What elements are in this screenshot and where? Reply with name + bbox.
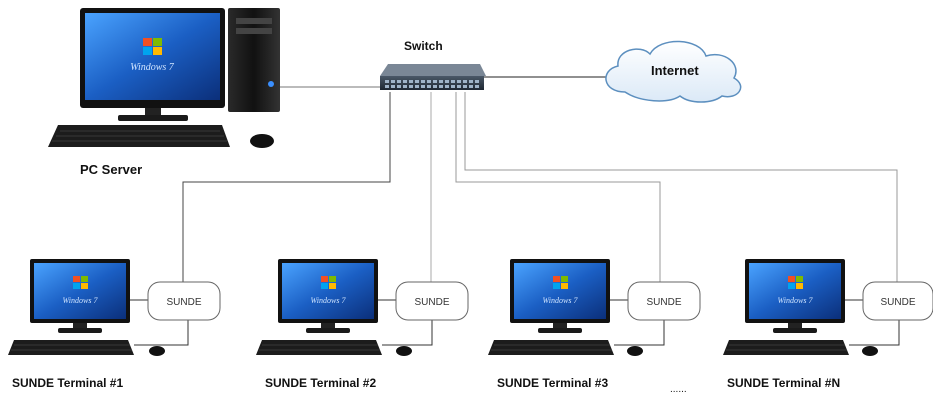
- server-os-text: Windows 7: [130, 62, 175, 73]
- power-button-icon: [268, 81, 274, 87]
- switch-body: [380, 76, 484, 90]
- terminal-2-label: SUNDE Terminal #2: [265, 376, 377, 390]
- sunde-box-label: SUNDE: [414, 297, 449, 308]
- terminal-monitor-base: [58, 328, 102, 333]
- sunde-box: [627, 281, 701, 321]
- internet-label: Internet: [651, 63, 699, 78]
- terminal-keyboard: [723, 340, 849, 355]
- pc-server: Windows 7: [48, 8, 280, 148]
- sunde-box-label: SUNDE: [166, 297, 201, 308]
- terminal-monitor-neck: [788, 323, 802, 329]
- windows-logo-icon: [553, 276, 568, 289]
- cables: [182, 76, 898, 282]
- sunde-box-label: SUNDE: [646, 297, 681, 308]
- terminal-os-text: Windows 7: [543, 296, 579, 305]
- switch-label: Switch: [404, 39, 443, 53]
- terminal-mouse: [396, 346, 412, 356]
- terminal-monitor-neck: [553, 323, 567, 329]
- terminal-mouse: [627, 346, 643, 356]
- terminal-keyboard: [488, 340, 614, 355]
- terminal-1-label: SUNDE Terminal #1: [12, 376, 124, 390]
- windows-logo-icon: [788, 276, 803, 289]
- terminal-peripheral-cable: [382, 320, 433, 346]
- switch-ports: [385, 80, 479, 88]
- terminal-os-text: Windows 7: [311, 296, 347, 305]
- terminal-monitor-screen: [749, 263, 841, 319]
- sunde-box-label: SUNDE: [880, 297, 915, 308]
- terminal-os-text: Windows 7: [778, 296, 814, 305]
- terminal-os-text: Windows 7: [63, 296, 99, 305]
- terminal-peripheral-cable: [614, 320, 665, 346]
- sunde-box: [147, 281, 221, 321]
- terminal-n: Windows 7 SUNDE: [723, 259, 933, 356]
- terminal-monitor-screen: [514, 263, 606, 319]
- sunde-box: [395, 281, 469, 321]
- terminal-keyboard: [8, 340, 134, 355]
- terminal-monitor-base: [306, 328, 350, 333]
- terminal-monitor-base: [773, 328, 817, 333]
- server-monitor-base: [118, 115, 188, 121]
- cable-switch-terminal-3: [455, 92, 661, 282]
- server-mouse: [250, 134, 274, 148]
- terminal-monitor-screen: [34, 263, 126, 319]
- terminal-keyboard: [256, 340, 382, 355]
- network-switch: [380, 64, 486, 90]
- terminal-3: Windows 7 SUNDE: [488, 259, 701, 356]
- terminal-n-label: SUNDE Terminal #N: [727, 376, 841, 390]
- terminal-monitor-neck: [321, 323, 335, 329]
- ellipsis-label: ......: [670, 384, 687, 395]
- terminal-monitor-neck: [73, 323, 87, 329]
- terminal-2: Windows 7 SUNDE: [256, 259, 469, 356]
- terminal-mouse: [862, 346, 878, 356]
- server-tower-drive: [236, 18, 272, 24]
- terminal-mouse: [149, 346, 165, 356]
- server-tower-drive: [236, 28, 272, 34]
- sunde-box: [862, 281, 933, 321]
- windows-logo-icon: [321, 276, 336, 289]
- terminal-monitor-screen: [282, 263, 374, 319]
- terminal-peripheral-cable: [849, 320, 900, 346]
- terminal-3-label: SUNDE Terminal #3: [497, 376, 609, 390]
- terminal-peripheral-cable: [134, 320, 189, 346]
- switch-top: [380, 64, 486, 76]
- windows-logo-icon: [143, 38, 162, 55]
- windows-logo-icon: [73, 276, 88, 289]
- server-monitor-neck: [145, 108, 161, 116]
- cable-switch-terminal-n: [464, 92, 898, 282]
- server-label: PC Server: [80, 162, 143, 177]
- internet-cloud-icon: [605, 40, 742, 103]
- terminal-monitor-base: [538, 328, 582, 333]
- server-monitor-screen: [85, 13, 220, 100]
- terminal-1: Windows 7 SUNDE: [8, 259, 221, 356]
- cable-switch-terminal-1: [182, 92, 391, 282]
